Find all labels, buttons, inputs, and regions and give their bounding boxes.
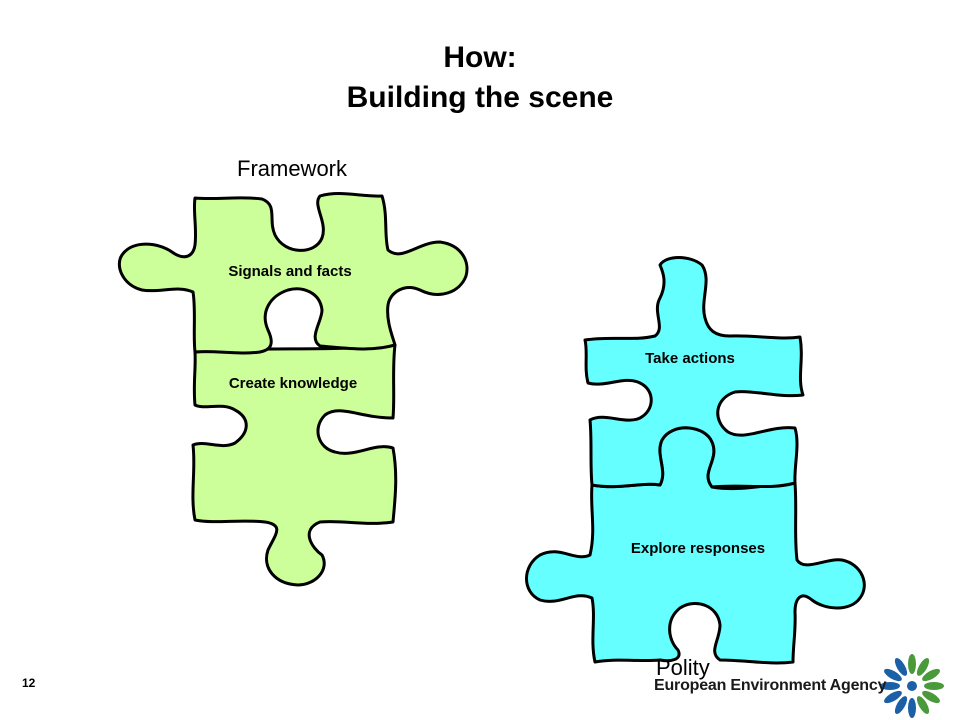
polity-label: Polity xyxy=(656,655,710,680)
puzzle-piece-create-knowledge xyxy=(191,343,398,587)
take-actions-label: Take actions xyxy=(645,350,735,367)
slide-title-line-1: How: xyxy=(443,41,517,74)
slide-title-line-2: Building the scene xyxy=(346,81,614,114)
create-knowledge-label: Create knowledge xyxy=(228,375,358,392)
signals-and-facts-label: Signals and facts xyxy=(228,263,352,280)
puzzle-piece-signals-and-facts xyxy=(117,192,469,355)
framework-label: Framework xyxy=(237,156,348,181)
puzzle-piece-take-actions xyxy=(583,256,805,489)
page-number: 12 xyxy=(22,676,36,690)
explore-responses-label: Explore responses xyxy=(630,540,766,557)
organization-name: European Environment Agency xyxy=(654,677,887,694)
eea-logo-icon xyxy=(880,654,944,718)
